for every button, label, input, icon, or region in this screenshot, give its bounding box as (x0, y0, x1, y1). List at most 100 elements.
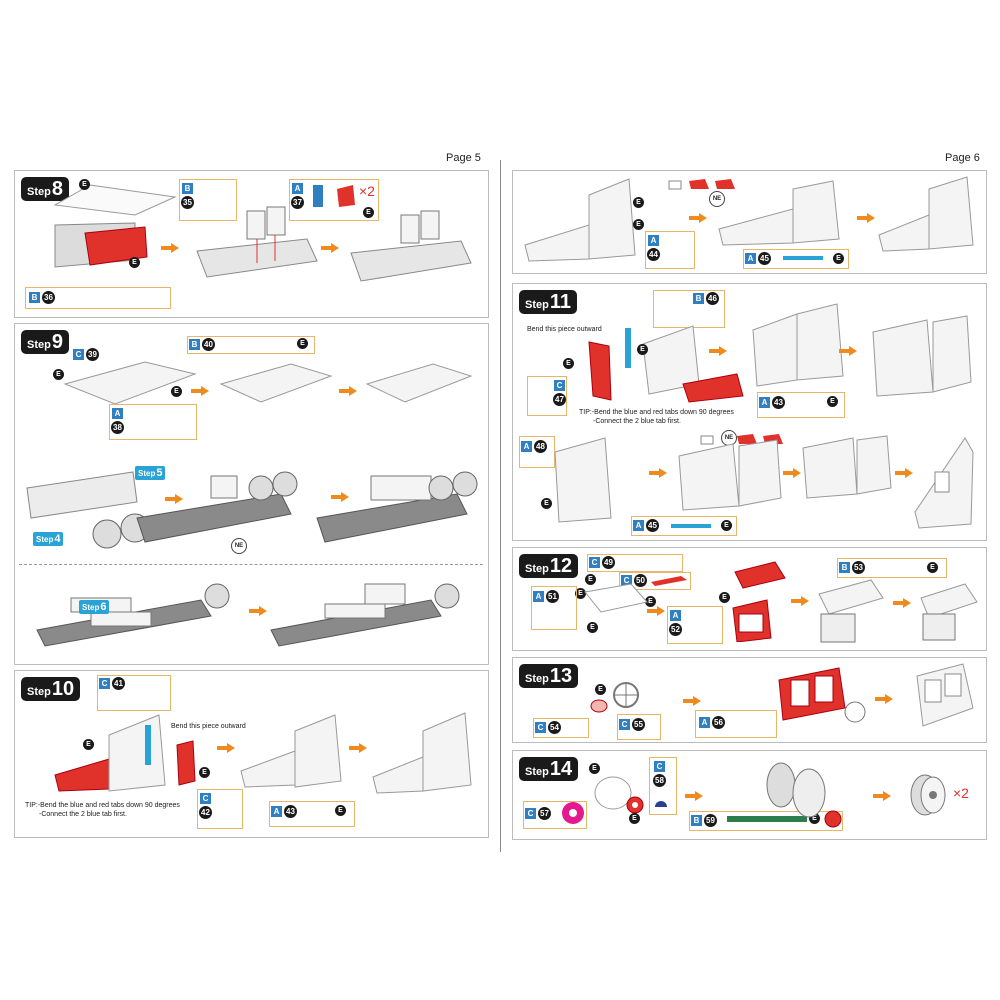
step-8-chassis-art-1 (53, 184, 177, 268)
marker-e: E (719, 592, 730, 603)
magenta-disc-icon (562, 802, 584, 824)
marker-e: E (633, 197, 644, 208)
arrow-right-icon (165, 494, 183, 504)
marker-e: E (833, 253, 844, 264)
part-box-50 (619, 572, 691, 590)
part-box-44 (645, 231, 695, 269)
step-10-cab-art-2 (240, 714, 342, 788)
knob-part-icon (590, 699, 608, 713)
part-box-54 (533, 718, 589, 738)
cab-continued-art-1 (524, 178, 636, 262)
part-box-59 (689, 811, 843, 831)
part-box-47 (527, 376, 567, 416)
step-13-cab-art-1 (778, 667, 866, 723)
arrow-right-icon (895, 468, 913, 478)
arrow-right-icon (689, 213, 707, 223)
wheel-hub-assembly-icon (594, 776, 644, 814)
marker-e: E (633, 219, 644, 230)
page-number-right: Page 6 (945, 152, 980, 164)
marker-e: E (637, 344, 648, 355)
step-14-wheel-art-2 (910, 774, 946, 816)
quantity-multiplier: ×2 (359, 183, 375, 199)
part-box-53 (837, 558, 947, 578)
marker-e: E (809, 813, 820, 824)
part-box-45 (743, 249, 849, 269)
step-12-hood-art-2 (818, 579, 884, 643)
blue-cap-icon (655, 801, 667, 807)
arrow-right-icon (893, 598, 911, 608)
arrow-right-icon (649, 468, 667, 478)
step-11-cab-art-5 (678, 439, 782, 511)
marker-e: E (629, 813, 640, 824)
part-box-57 (523, 801, 587, 829)
marker-e: E (585, 574, 596, 585)
arrow-right-icon (191, 386, 209, 396)
part-box-55 (617, 714, 661, 740)
page-divider (500, 160, 501, 852)
arrow-right-icon (683, 696, 701, 706)
marker-e: E (199, 767, 210, 778)
part-box-35 (179, 179, 237, 221)
marker-e: E (363, 207, 374, 218)
tip-line-2: -Connect the 2 blue tab first. (593, 418, 681, 425)
marker-e: E (595, 684, 606, 695)
marker-e: E (541, 498, 552, 509)
part-box-43 (757, 392, 845, 418)
marker-e: E (587, 622, 598, 633)
marker-e: E (827, 396, 838, 407)
arrow-right-icon (647, 606, 665, 616)
arrow-right-icon (791, 596, 809, 606)
tip-line-2: -Connect the 2 blue tab first. (39, 811, 127, 818)
page-number-left: Page 5 (446, 152, 481, 164)
seat-part-icon (313, 185, 355, 207)
marker-e: E (83, 739, 94, 750)
green-axle-icon (727, 816, 807, 822)
step-9-truck-art-2 (136, 471, 298, 543)
step-11-cab-art-1 (588, 325, 744, 403)
marker-e: E (129, 257, 140, 268)
marker-e: E (53, 369, 64, 380)
step-11-cab-art-4 (554, 437, 612, 523)
red-strip-icon (651, 576, 687, 586)
part-box-38 (109, 404, 197, 440)
step-9-plate-art-1 (63, 361, 197, 405)
part-box-52 (667, 606, 723, 644)
part-box-36 (25, 287, 171, 309)
step-9-plate-art-3 (365, 363, 473, 403)
step-10-cab-art-1 (54, 714, 196, 792)
tip-note: TIP:-Bend the blue and red tabs down 90 … (25, 801, 180, 819)
arrow-right-icon (709, 346, 727, 356)
cab-continued-art-3 (878, 176, 974, 252)
step-11-cab-art-2 (752, 303, 844, 387)
rod-part-icon (783, 256, 823, 260)
marker-e: E (297, 338, 308, 349)
arrow-right-icon (685, 791, 703, 801)
arrow-right-icon (217, 743, 235, 753)
marker-e: E (563, 358, 574, 369)
